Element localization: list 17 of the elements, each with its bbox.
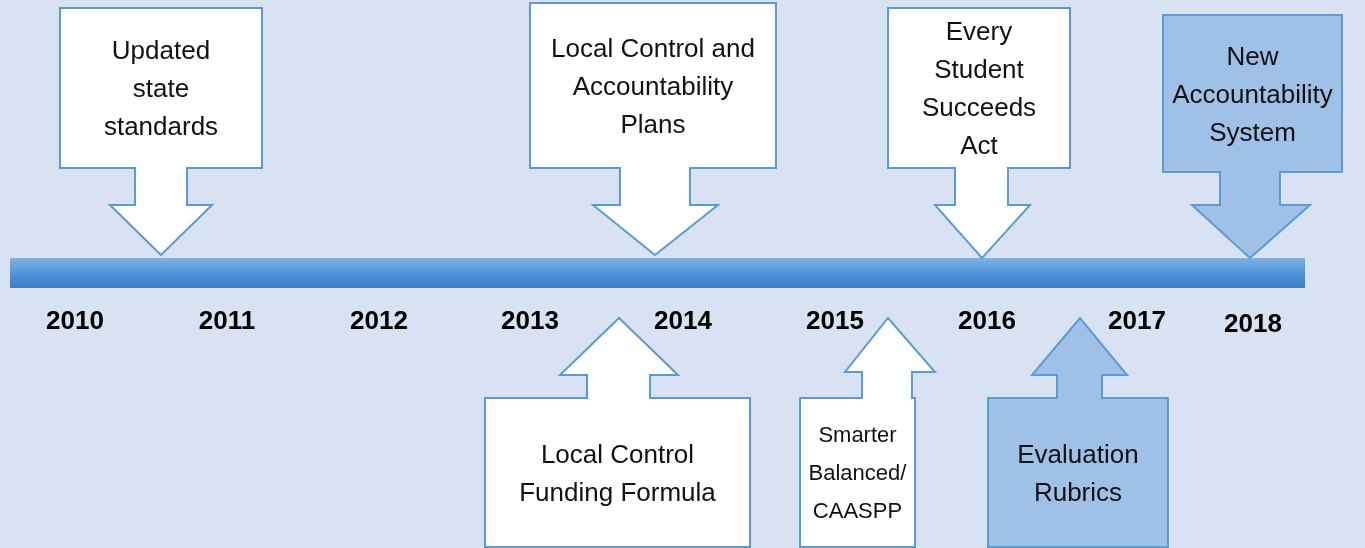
year-label: 2017 bbox=[1107, 305, 1167, 336]
milestone-text: Evaluation Rubrics bbox=[1016, 437, 1140, 509]
milestone-text: Local Control and Accountability Plans bbox=[550, 31, 756, 141]
milestone-text: Local Control Funding Formula bbox=[518, 437, 717, 509]
timeline-bar bbox=[10, 258, 1305, 288]
year-label: 2018 bbox=[1223, 308, 1283, 339]
year-label: 2010 bbox=[45, 305, 105, 336]
year-label: 2012 bbox=[349, 305, 409, 336]
milestone-text: New Accountability System bbox=[1171, 39, 1334, 149]
milestone-text: Every Student Succeeds Act bbox=[920, 15, 1038, 162]
milestone-text: Smarter Balanced/ CAASPP bbox=[807, 420, 908, 525]
year-label: 2014 bbox=[653, 305, 713, 336]
year-label: 2016 bbox=[957, 305, 1017, 336]
milestone-text: Updated state standards bbox=[102, 34, 220, 143]
year-label: 2013 bbox=[500, 305, 560, 336]
year-label: 2011 bbox=[197, 305, 257, 336]
year-label: 2015 bbox=[805, 305, 865, 336]
